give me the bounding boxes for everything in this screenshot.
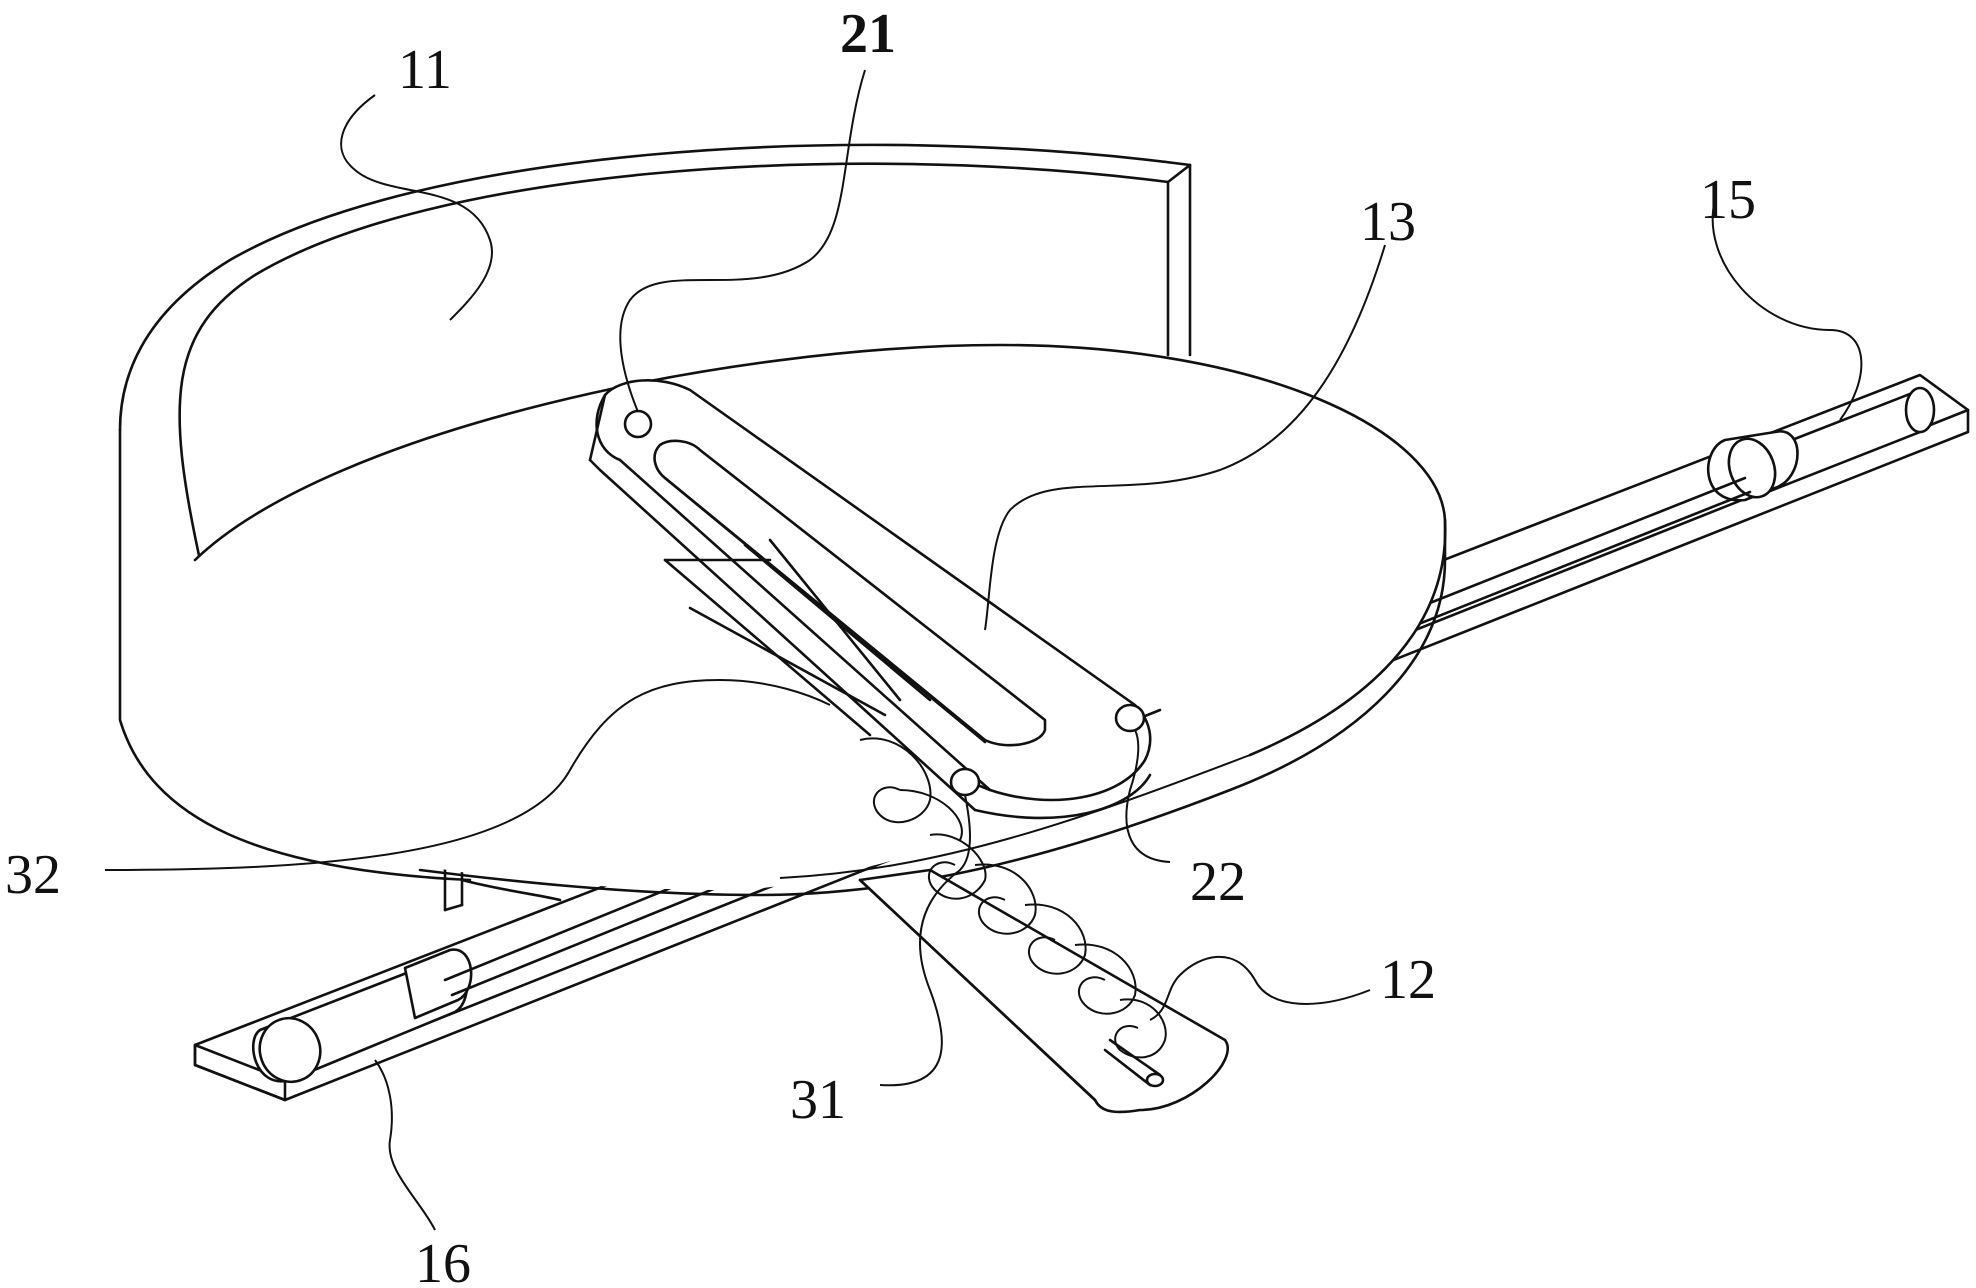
labels: 11 21 13 15 32 22 12 31 16 — [5, 3, 1756, 1288]
leader-11 — [340, 94, 493, 321]
leader-13 — [984, 244, 1386, 631]
pivot-31 — [949, 767, 981, 797]
auger-12 — [858, 737, 1229, 1114]
v-frame — [663, 538, 932, 737]
label-22: 22 — [1190, 851, 1246, 913]
pivot-points — [623, 409, 1146, 797]
leader-12 — [1149, 955, 1371, 1021]
leader-32 — [104, 678, 831, 871]
pivot-22 — [1114, 703, 1146, 733]
label-31: 31 — [790, 1069, 846, 1131]
label-15: 15 — [1700, 169, 1756, 231]
label-11: 11 — [398, 39, 452, 101]
pivot-21 — [623, 409, 653, 439]
label-21: 21 — [840, 3, 896, 65]
leader-31 — [879, 794, 971, 1087]
label-13: 13 — [1360, 191, 1416, 253]
leader-21 — [619, 69, 866, 413]
leader-15 — [1711, 199, 1863, 421]
label-16: 16 — [415, 1233, 471, 1288]
leader-lines — [104, 69, 1863, 1231]
cylinder-16 — [252, 948, 473, 1084]
label-32: 32 — [5, 844, 61, 906]
leader-16 — [374, 1059, 436, 1231]
label-12: 12 — [1380, 949, 1436, 1011]
leader-22 — [1125, 729, 1171, 863]
